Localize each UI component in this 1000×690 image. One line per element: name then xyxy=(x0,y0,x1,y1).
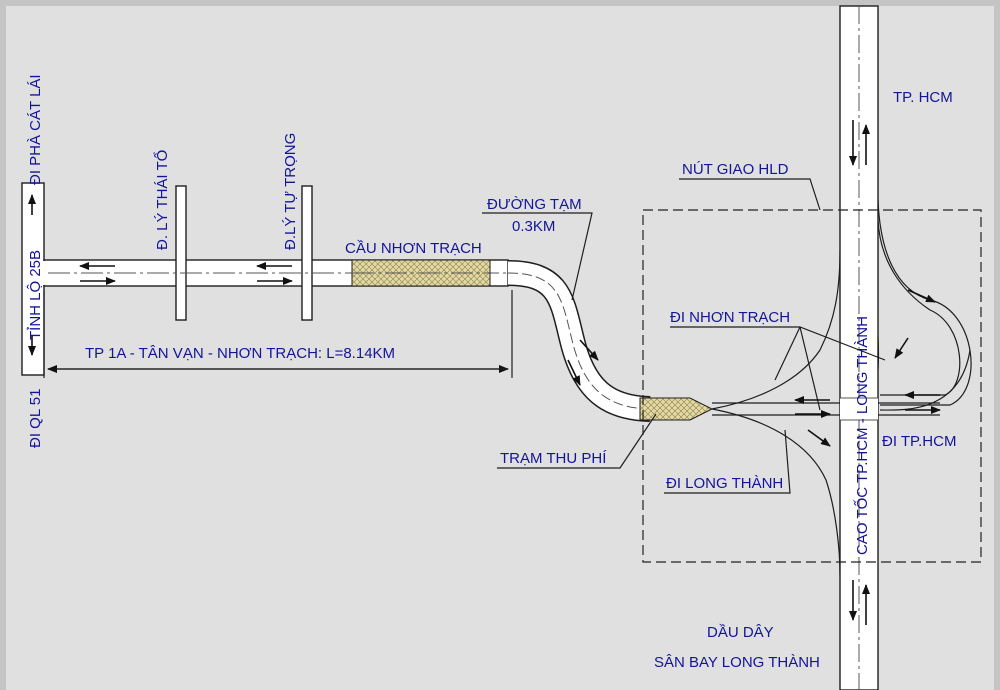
label-di-nhon-trach: ĐI NHƠN TRẠCH xyxy=(670,309,790,326)
label-route-length: TP 1A - TÂN VẠN - NHƠN TRẠCH: L=8.14KM xyxy=(85,345,395,362)
road-ly-tu-trong xyxy=(301,185,313,321)
label-cau-nhon-trach: CẦU NHƠN TRẠCH xyxy=(345,240,482,257)
label-di-ql51: ĐI QL 51 xyxy=(27,389,44,448)
dimension-line xyxy=(43,290,513,378)
label-san-bay: SÂN BAY LONG THÀNH xyxy=(654,654,820,671)
label-ly-tu-trong: Đ.LÝ TỰ TRỌNG xyxy=(282,133,299,250)
road-ly-thai-to xyxy=(175,185,187,321)
label-ly-thai-to: Đ. LÝ THÁI TỔ xyxy=(153,150,171,250)
direction-arrows xyxy=(28,120,941,625)
label-dau-day: DẦU DÂY xyxy=(707,624,774,641)
label-tp-hcm: TP. HCM xyxy=(893,89,953,106)
toll-station xyxy=(639,397,714,421)
label-tinh-lo-25b: TỈNH LỘ 25B xyxy=(27,250,44,340)
label-duong-tam-length: 0.3KM xyxy=(512,218,555,235)
drawing-area xyxy=(6,6,994,690)
label-di-long-thanh: ĐI LONG THÀNH xyxy=(666,475,783,492)
interchange-boundary xyxy=(642,209,982,563)
label-di-tp-hcm: ĐI TP.HCM xyxy=(882,433,956,450)
label-nut-giao: NÚT GIAO HLD xyxy=(682,161,789,178)
leader-lines xyxy=(482,178,886,494)
label-duong-tam: ĐƯỜNG TẠM xyxy=(487,196,582,213)
temporary-road xyxy=(507,260,651,422)
expressway xyxy=(839,5,879,690)
label-di-pha-cat-lai: ĐI PHÀ CÁT LÁI xyxy=(27,74,44,185)
label-cao-toc: CAO TỐC TP.HCM - LONG THÀNH xyxy=(853,316,871,555)
label-tram-thu-phi: TRẠM THU PHÍ xyxy=(500,450,607,467)
